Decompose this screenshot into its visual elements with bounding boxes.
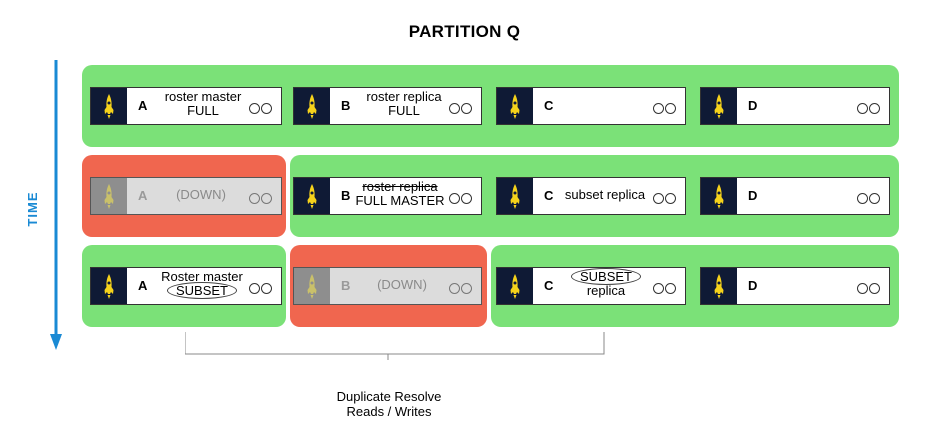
node-role-line1: subset replica xyxy=(564,187,646,202)
node-c-row3: C SUBSET replica xyxy=(496,267,686,305)
node-role-line2: replica xyxy=(586,283,626,298)
rocket-logo-icon xyxy=(294,178,330,214)
node-role-line1: (DOWN) xyxy=(176,187,226,202)
status-circles-icon xyxy=(249,281,273,294)
node-letter: C xyxy=(544,278,554,293)
resolve-label-line2: Reads / Writes xyxy=(346,404,432,419)
node-role: roster replica FULL xyxy=(354,90,454,118)
rocket-logo-icon xyxy=(701,178,737,214)
status-circles-icon xyxy=(449,191,473,204)
node-role: SUBSET replica xyxy=(563,268,649,298)
node-letter: B xyxy=(341,278,351,293)
duplicate-resolve-label: Duplicate Resolve Reads / Writes xyxy=(320,389,458,419)
rocket-logo-icon xyxy=(294,268,330,304)
resolve-label-line1: Duplicate Resolve xyxy=(336,389,442,404)
time-arrow xyxy=(50,60,62,350)
status-circles-icon xyxy=(653,101,677,114)
node-role: roster master FULL xyxy=(153,90,253,118)
node-role-line1-circled: SUBSET xyxy=(570,268,641,285)
node-role-line2: FULL MASTER xyxy=(355,193,445,208)
node-letter: B xyxy=(341,188,351,203)
node-role-line1: (DOWN) xyxy=(377,277,427,292)
status-circles-icon xyxy=(857,101,881,114)
node-b-row3: B (DOWN) xyxy=(293,267,482,305)
rocket-logo-icon xyxy=(91,178,127,214)
node-role: (DOWN) xyxy=(161,188,241,202)
status-circles-icon xyxy=(449,281,473,294)
node-a-row2: A (DOWN) xyxy=(90,177,282,215)
status-circles-icon xyxy=(653,191,677,204)
time-axis-label: TIME xyxy=(24,191,40,227)
node-role: Roster master SUBSET xyxy=(151,269,253,299)
node-c-row2: C subset replica xyxy=(496,177,686,215)
node-d-row1: D xyxy=(700,87,890,125)
node-b-row1: B roster replica FULL xyxy=(293,87,482,125)
status-circles-icon xyxy=(249,101,273,114)
status-circles-icon xyxy=(449,101,473,114)
rocket-logo-icon xyxy=(294,88,330,124)
status-circles-icon xyxy=(857,281,881,294)
node-c-row1: C xyxy=(496,87,686,125)
node-letter: A xyxy=(138,188,148,203)
node-letter: D xyxy=(748,98,758,113)
node-role-line2: FULL xyxy=(187,103,219,118)
node-letter: D xyxy=(748,278,758,293)
node-role: roster replica FULL MASTER xyxy=(350,180,450,208)
rocket-logo-icon xyxy=(497,178,533,214)
rocket-logo-icon xyxy=(91,88,127,124)
node-role-line2-circled: SUBSET xyxy=(166,282,237,299)
status-circles-icon xyxy=(857,191,881,204)
node-letter: A xyxy=(138,278,148,293)
node-letter: D xyxy=(748,188,758,203)
rocket-logo-icon xyxy=(701,268,737,304)
node-role-line2: FULL xyxy=(388,103,420,118)
duplicate-resolve-bracket xyxy=(185,332,605,360)
rocket-logo-icon xyxy=(497,268,533,304)
node-letter: C xyxy=(544,98,554,113)
node-role-line1: roster master xyxy=(164,89,242,104)
diagram-title: PARTITION Q xyxy=(408,22,521,41)
node-a-row3: A Roster master SUBSET xyxy=(90,267,282,305)
node-d-row2: D xyxy=(700,177,890,215)
node-letter: B xyxy=(341,98,351,113)
node-role-line1: roster replica xyxy=(366,89,442,104)
rocket-logo-icon xyxy=(91,268,127,304)
node-role-line1-struck: roster replica xyxy=(362,179,438,194)
status-circles-icon xyxy=(249,191,273,204)
node-b-row2: B roster replica FULL MASTER xyxy=(293,177,482,215)
node-role: subset replica xyxy=(557,188,653,202)
status-circles-icon xyxy=(653,281,677,294)
rocket-logo-icon xyxy=(497,88,533,124)
node-role-line1: Roster master xyxy=(161,269,243,284)
node-letter: A xyxy=(138,98,148,113)
node-a-row1: A roster master FULL xyxy=(90,87,282,125)
node-letter: C xyxy=(544,188,554,203)
node-role: (DOWN) xyxy=(362,278,442,292)
rocket-logo-icon xyxy=(701,88,737,124)
node-d-row3: D xyxy=(700,267,890,305)
